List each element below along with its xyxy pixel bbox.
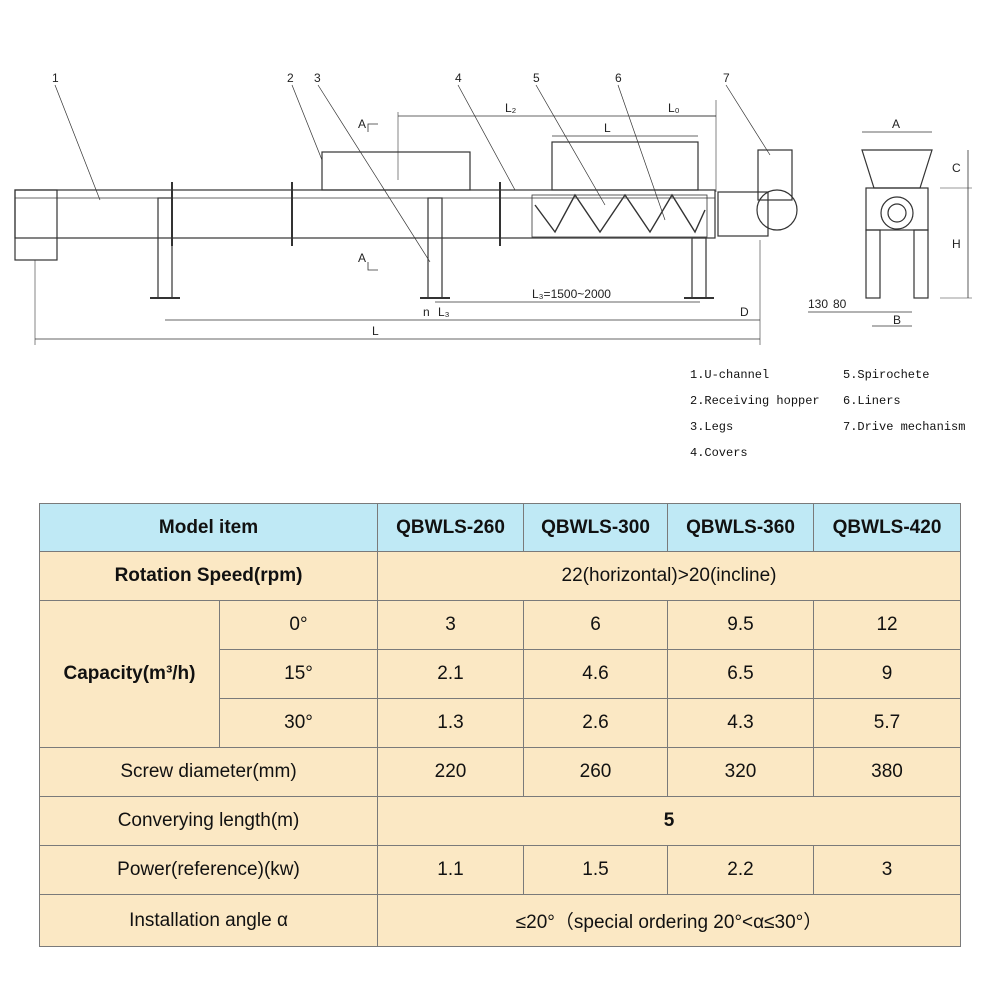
section-mark: A (358, 251, 366, 265)
part-number: 2 (287, 71, 294, 85)
inlet-end (14, 189, 58, 261)
legend-item: 5.Spirochete (843, 368, 930, 382)
part-number: 1 (52, 71, 59, 85)
leg-3 (691, 237, 707, 299)
specs-table: Model item QBWLS-260 QBWLS-300 QBWLS-360… (38, 503, 962, 947)
cell-value: 1.5 (523, 845, 669, 895)
dim-label: H (952, 237, 961, 251)
cell-value: 220 (377, 747, 525, 797)
legend-item: 2.Receiving hopper (690, 394, 820, 408)
dim-label: L₀ (668, 101, 680, 115)
cell-value: 3 (377, 600, 525, 650)
dim-label: 130 (808, 297, 828, 311)
row-label: Screw diameter(mm) (38, 747, 379, 797)
table-row: Power(reference)(kw) 1.1 1.5 2.2 3 (38, 845, 962, 895)
legend-item: 4.Covers (690, 446, 748, 460)
cell-value: 5.7 (813, 698, 962, 748)
dim-label: B (893, 313, 901, 327)
dim-label: L₂ (505, 101, 517, 115)
legend-item: 1.U-channel (690, 368, 770, 382)
cell-value: 9 (813, 649, 962, 699)
row-value: ≤20°（special ordering 20°<α≤30°） (377, 894, 962, 947)
cell-value: 2.1 (377, 649, 525, 699)
cell-value: 2.6 (523, 698, 669, 748)
cell-value: 1.3 (377, 698, 525, 748)
dim-label: L (372, 324, 379, 338)
cell-value: 12 (813, 600, 962, 650)
leg-1 (157, 197, 173, 299)
angle-label: 15° (218, 649, 379, 699)
spiral-screw (534, 193, 706, 234)
legend-item: 7.Drive mechanism (843, 420, 966, 434)
dim-label: L₃ (438, 305, 450, 319)
part-number: 3 (314, 71, 321, 85)
cell-value: 6.5 (667, 649, 815, 699)
section-mark: A (358, 117, 366, 131)
dim-label: 80 (833, 297, 847, 311)
dim-label: A (892, 117, 900, 131)
cell-value: 320 (667, 747, 815, 797)
row-label: Installation angle α (38, 894, 379, 947)
angle-label: 30° (218, 698, 379, 748)
cell-value: 2.2 (667, 845, 815, 895)
drive-motor (757, 149, 793, 201)
leg-2 (427, 197, 443, 299)
table-row: Capacity(m³/h) 0° 3 6 9.5 12 (39, 600, 962, 748)
header-model: QBWLS-360 (667, 503, 815, 552)
cell-value: 9.5 (667, 600, 815, 650)
cell-value: 6 (523, 600, 669, 650)
header-model: QBWLS-420 (813, 503, 962, 552)
row-label: Power(reference)(kw) (38, 845, 379, 895)
cell-value: 260 (523, 747, 669, 797)
header-model: QBWLS-260 (377, 503, 525, 552)
dim-label: L (604, 121, 611, 135)
row-label: Capacity(m³/h) (39, 600, 220, 748)
cell-value: 1.1 (377, 845, 525, 895)
dim-label: n (423, 305, 430, 319)
dim-label: D (740, 305, 749, 319)
cell-value: 4.3 (667, 698, 815, 748)
row-label: Rotation Speed(rpm) (38, 551, 379, 601)
table-row: Installation angle α ≤20°（special orderi… (38, 894, 962, 947)
part-number: 7 (723, 71, 730, 85)
row-value: 5 (377, 796, 962, 846)
table-row: Rotation Speed(rpm) 22(horizontal)>20(in… (38, 551, 962, 601)
cover-box (551, 141, 699, 191)
table-row: 30° 1.3 2.6 4.3 5.7 (40, 698, 962, 748)
dim-label: C (952, 161, 961, 175)
side-view-hopper (861, 149, 933, 189)
part-number: 4 (455, 71, 462, 85)
receiving-hopper (321, 151, 471, 191)
cell-value: 4.6 (523, 649, 669, 699)
legend-item: 6.Liners (843, 394, 901, 408)
row-label: Converying length(m) (38, 796, 379, 846)
table-header-row: Model item QBWLS-260 QBWLS-300 QBWLS-360… (38, 503, 962, 552)
part-number: 5 (533, 71, 540, 85)
header-model: QBWLS-300 (523, 503, 669, 552)
angle-label: 0° (218, 600, 379, 650)
u-channel-body (14, 189, 716, 239)
legend-item: 3.Legs (690, 420, 734, 434)
cell-value: 380 (813, 747, 962, 797)
table-row: Converying length(m) 5 (38, 796, 962, 846)
cell-value: 3 (813, 845, 962, 895)
dim-label: L₃=1500~2000 (532, 287, 611, 301)
part-number: 6 (615, 71, 622, 85)
row-value: 22(horizontal)>20(incline) (377, 551, 962, 601)
header-model-item: Model item (38, 503, 379, 552)
table-row: Screw diameter(mm) 220 260 320 380 (38, 747, 962, 797)
conveyor-drawing: 1 2 3 4 5 6 7 L₂ L₀ L L₃=1500~2000 n L₃ … (14, 71, 972, 345)
